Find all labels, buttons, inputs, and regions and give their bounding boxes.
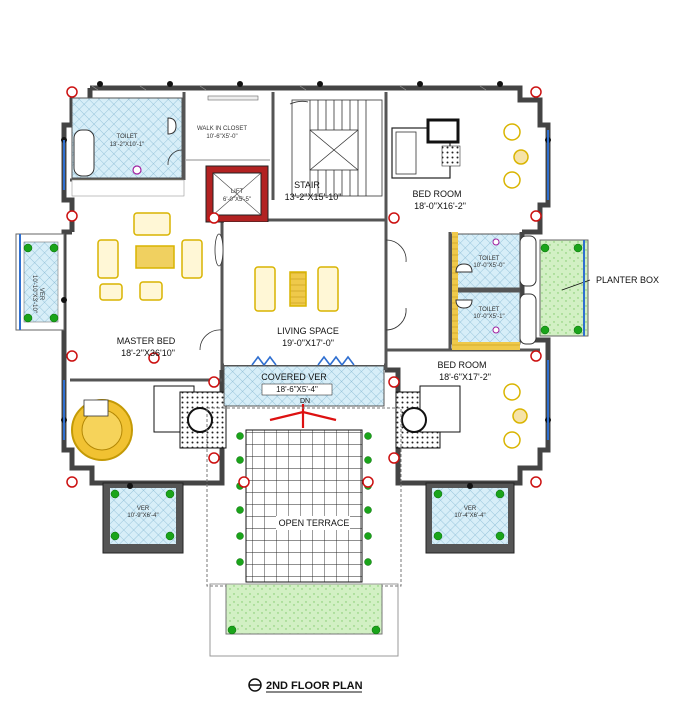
bed-room-2-wardrobe bbox=[395, 385, 461, 449]
master-bed-name: MASTER BED bbox=[117, 336, 176, 346]
toilet-1-tiles bbox=[451, 233, 521, 289]
wall-hatching bbox=[91, 85, 487, 91]
closet-dim: 10'-6"X5'-0" bbox=[206, 134, 237, 140]
toilet-2-name: TOILET bbox=[479, 307, 500, 313]
bathtub-icon bbox=[519, 293, 537, 345]
ver-left-dim: 10'-10"X3'-10" bbox=[31, 275, 37, 313]
planter-box-leader bbox=[561, 279, 591, 291]
master-bed-dim: 18'-2"X36'10" bbox=[121, 348, 175, 358]
dn-label: DN bbox=[300, 398, 310, 405]
door-arc-icon bbox=[385, 307, 407, 331]
living-space-dim: 19'-0"X17'-0" bbox=[282, 338, 334, 348]
lower-planter bbox=[225, 583, 383, 635]
drain-icon bbox=[132, 165, 142, 175]
toilet-1-dim: 10'-0"X5'-0" bbox=[473, 263, 504, 269]
lift-dim: 6'-0"X5'-5" bbox=[223, 197, 251, 203]
bed-room-2-name: BED ROOM bbox=[437, 360, 486, 370]
living-door-arc bbox=[199, 329, 223, 351]
ver-bottom-right-dim: 10'-4"X6'-4" bbox=[454, 513, 485, 519]
bed-room-2-dim: 18'-6"X17'-2" bbox=[439, 372, 491, 382]
open-terrace-name: OPEN TERRACE bbox=[279, 518, 350, 528]
master-bed-sofa-set bbox=[97, 212, 203, 301]
terrace-label-box bbox=[276, 516, 350, 530]
bed-room-1-bed bbox=[391, 118, 461, 179]
drain-icon bbox=[492, 238, 500, 246]
toilet-counter bbox=[452, 232, 458, 344]
wc-icon bbox=[455, 299, 473, 309]
stair-dim: 13'-2"X15'-10" bbox=[285, 192, 342, 202]
bed-room-1-chairs bbox=[503, 123, 529, 189]
living-sconce bbox=[214, 233, 224, 267]
ver-bottom-right-name: VER bbox=[464, 506, 477, 512]
door-arc-icon bbox=[385, 239, 407, 263]
windows bbox=[19, 130, 585, 440]
master-bed-ledge bbox=[71, 179, 185, 197]
bed-room-1-name: BED ROOM bbox=[412, 189, 461, 199]
toilet-master-dim: 13'-2"X10'-1" bbox=[110, 142, 145, 148]
master-bed-wardrobe bbox=[153, 385, 227, 449]
ver-left-name: VER bbox=[38, 288, 44, 301]
master-bed-round-bed bbox=[71, 399, 133, 461]
title-block: 2ND FLOOR PLAN bbox=[248, 678, 363, 693]
ver-window-zigzag bbox=[251, 355, 355, 367]
stair-treads bbox=[289, 99, 383, 197]
terrace-outline bbox=[206, 407, 402, 587]
bathtub-icon bbox=[73, 129, 95, 177]
ver-bottom-left-dim: 10'-9"X6'-4" bbox=[127, 513, 158, 519]
drain-icon bbox=[492, 326, 500, 334]
covered-ver-dim: 18'-6"X5'-4" bbox=[276, 385, 318, 394]
wc-icon bbox=[455, 263, 473, 273]
closet-shelf bbox=[207, 95, 259, 101]
lift-name: LIFT bbox=[231, 189, 244, 195]
planter-box-right bbox=[539, 239, 589, 337]
bed-room-2-chairs bbox=[503, 383, 528, 449]
bed-room-1-dim: 18'-0"X16'-2" bbox=[414, 201, 466, 211]
toilet-door-icon bbox=[167, 149, 183, 166]
stair-name: STAIR bbox=[294, 180, 320, 190]
bathtub-icon bbox=[519, 235, 537, 287]
toilet-1-name: TOILET bbox=[479, 256, 500, 262]
planter-box-label: PLANTER BOX bbox=[596, 275, 659, 285]
living-space-name: LIVING SPACE bbox=[277, 326, 339, 336]
closet-name: WALK IN CLOSET bbox=[197, 126, 247, 132]
toilet-2-dim: 10'-0"X5'-1" bbox=[473, 314, 504, 320]
open-terrace-grid bbox=[245, 429, 363, 583]
toilet-counter bbox=[452, 342, 520, 350]
covered-ver-name: COVERED VER bbox=[261, 372, 327, 382]
plant-icons bbox=[23, 243, 583, 635]
plan-title: 2ND FLOOR PLAN bbox=[266, 680, 363, 692]
toilet-master-name: TOILET bbox=[117, 134, 138, 140]
ver-bottom-left-name: VER bbox=[137, 506, 150, 512]
living-sofa-set bbox=[254, 266, 339, 312]
wc-icon bbox=[167, 117, 177, 135]
stair-landing bbox=[209, 583, 399, 657]
column-markers bbox=[66, 86, 542, 488]
